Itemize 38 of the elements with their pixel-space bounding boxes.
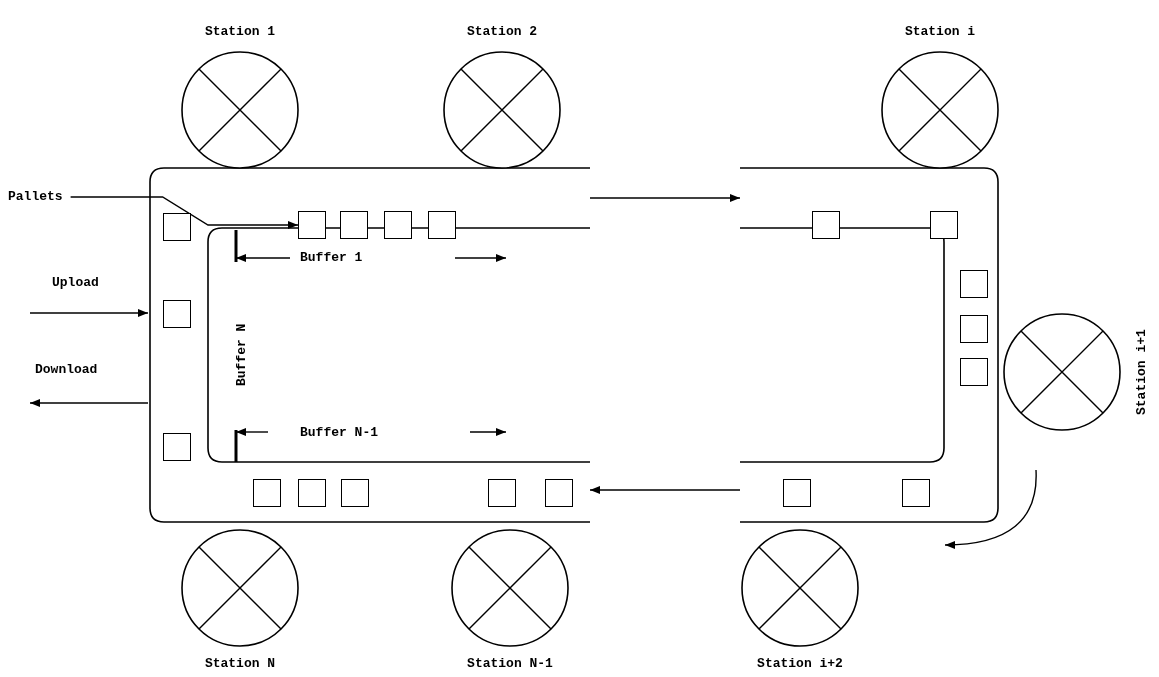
leader-arrow: [69, 196, 299, 229]
pallet-square: [783, 479, 811, 507]
pallet-square: [488, 479, 516, 507]
station-label: Station i: [903, 24, 977, 40]
buffer-label: Buffer N-1: [300, 425, 378, 441]
pallet-square: [340, 211, 368, 239]
arrow: [589, 486, 741, 494]
arrow: [29, 309, 149, 317]
pallet-square: [545, 479, 573, 507]
buffer-label: Buffer N: [234, 322, 250, 389]
station-label: Station 2: [465, 24, 539, 40]
conveyor-track: [148, 166, 590, 524]
station-label: Station N-1: [466, 656, 554, 672]
station-label: Station i+2: [756, 656, 844, 672]
pallet-square: [384, 211, 412, 239]
conveyor-track: [740, 166, 1000, 524]
pallet-square: [812, 211, 840, 239]
arrow: [29, 399, 149, 407]
pallet-square: [930, 211, 958, 239]
station-label: Station N: [203, 656, 277, 672]
pallet-square: [428, 211, 456, 239]
pallet-square: [163, 213, 191, 241]
arrow: [589, 194, 741, 202]
pallet-square: [298, 479, 326, 507]
pallet-square: [960, 315, 988, 343]
edge-label: Upload: [52, 275, 99, 291]
buffer-label: Buffer 1: [300, 250, 363, 266]
pallet-square: [298, 211, 326, 239]
pallet-square: [163, 433, 191, 461]
pallet-square: [341, 479, 369, 507]
pallet-square: [163, 300, 191, 328]
pallet-square: [960, 358, 988, 386]
pallet-square: [253, 479, 281, 507]
pallet-square: [960, 270, 988, 298]
pallet-square: [902, 479, 930, 507]
station-label: Station i+1: [1134, 328, 1150, 417]
callout-label: Pallets: [8, 189, 63, 205]
station-label: Station 1: [203, 24, 277, 40]
